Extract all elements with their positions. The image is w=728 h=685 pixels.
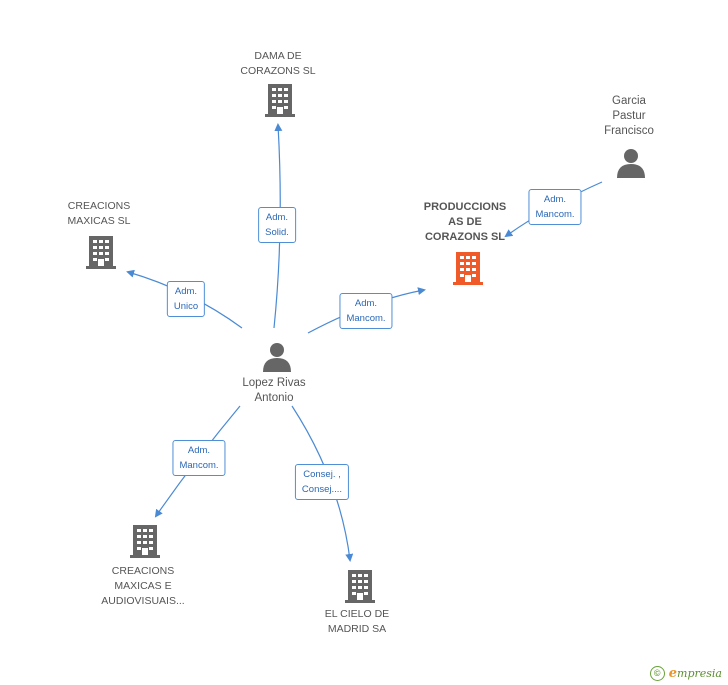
- edge-badge-mancom-producciones[interactable]: Adm. Mancom.: [339, 293, 393, 329]
- building-icon[interactable]: [265, 84, 295, 117]
- node-label-creacions[interactable]: CREACIONS MAXICAS SL: [67, 200, 131, 227]
- person-icon[interactable]: [263, 343, 291, 372]
- person-icon[interactable]: [617, 149, 645, 178]
- node-label-dama[interactable]: DAMA DE CORAZONS SL: [240, 50, 316, 77]
- edge-badge-mancom-audio[interactable]: Adm. Mancom.: [172, 440, 226, 476]
- building-icon-main[interactable]: [453, 252, 483, 285]
- node-label-lopez[interactable]: Lopez Rivas Antonio: [242, 377, 306, 404]
- building-icon[interactable]: [130, 525, 160, 558]
- building-icon[interactable]: [86, 236, 116, 269]
- building-icon[interactable]: [345, 570, 375, 603]
- node-label-cielo[interactable]: EL CIELO DE MADRID SA: [324, 608, 390, 635]
- edge-badge-unico[interactable]: Adm. Unico: [166, 281, 206, 317]
- edge-badge-consej[interactable]: Consej. , Consej....: [294, 464, 350, 500]
- node-label-producciones[interactable]: PRODUCCIONS AS DE CORAZONS SL: [423, 201, 507, 243]
- brand-footer: © empresia: [649, 666, 722, 681]
- brand-logo[interactable]: empresia: [668, 666, 722, 681]
- copyright-icon: ©: [649, 666, 665, 681]
- node-label-garcia[interactable]: Garcia Pastur Francisco: [604, 95, 654, 137]
- edge-badge-solid[interactable]: Adm. Solid.: [258, 207, 296, 243]
- node-label-creacions-audio[interactable]: CREACIONS MAXICAS E AUDIOVISUAIS...: [101, 565, 185, 607]
- edge-badge-mancom-garcia[interactable]: Adm. Mancom.: [528, 189, 582, 225]
